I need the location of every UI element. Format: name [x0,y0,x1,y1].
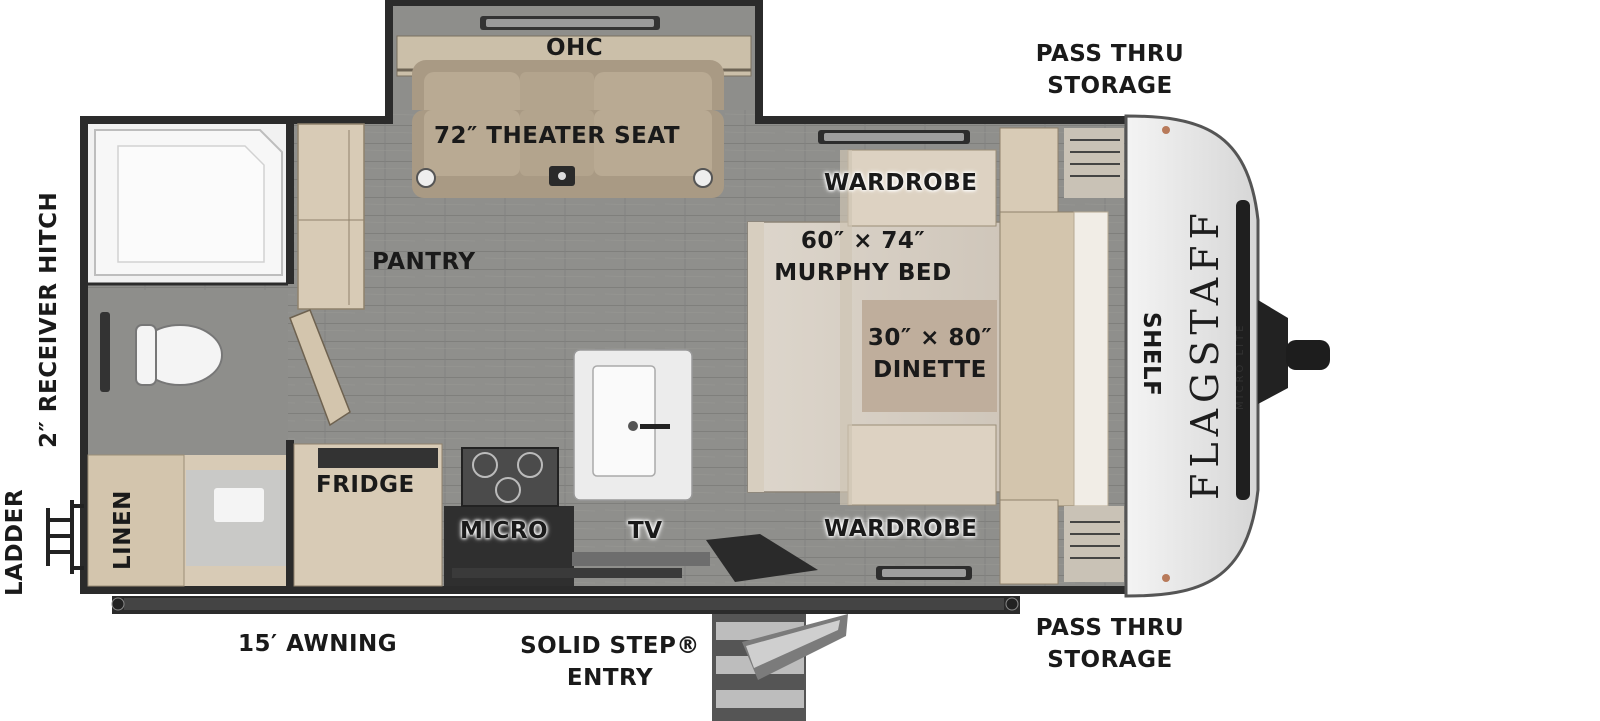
ladder [46,500,84,574]
shelf-label: SHELF [1138,312,1164,397]
flagstaff-logo: FLAGSTAFF [1183,207,1227,500]
pass-thru-bottom-line1: PASS THRU [1035,615,1185,641]
theater-seat-label: 72″ THEATER SEAT [434,123,681,149]
solid-step-line2: ENTRY [566,665,654,691]
solid-step-entry-label: SOLID STEP® ENTRY [520,630,700,694]
pass-thru-top-line1: PASS THRU [1035,41,1185,67]
receiver-hitch-label: 2″ RECEIVER HITCH [36,191,62,448]
murphy-bed-size: 60″ × 74″ [800,228,926,254]
bathroom [87,124,294,587]
fridge-cabinet [293,443,443,587]
fridge-label: FRIDGE [316,472,415,498]
entry-steps [712,614,848,721]
micro-lite-logo: MICRO LITE [1235,322,1246,410]
dinette-label: 30″ × 80″ DINETTE [850,322,1010,386]
ohc-label: OHC [546,35,604,61]
ladder-label: LADDER [2,488,28,596]
murphy-bed-dinette [747,127,1124,585]
solid-step-line1: SOLID STEP® [520,633,700,659]
pantry-cabinet [289,123,365,427]
micro-label: MICRO [460,518,549,544]
awning [111,596,1020,614]
pass-thru-storage-bottom-label: PASS THRU STORAGE [1030,612,1190,676]
awning-label: 15′ AWNING [238,631,398,657]
pass-thru-storage-top-label: PASS THRU STORAGE [1030,38,1190,102]
wardrobe-bottom-label: WARDROBE [824,516,978,542]
murphy-bed-label: 60″ × 74″ MURPHY BED [758,225,968,289]
murphy-bed-name: MURPHY BED [774,260,952,286]
wardrobe-top-label: WARDROBE [824,170,978,196]
pantry-label: PANTRY [372,249,476,275]
dinette-size: 30″ × 80″ [867,325,993,351]
kitchen-counter [444,349,818,586]
pass-thru-bottom-line2: STORAGE [1047,647,1173,673]
front-cap [1124,114,1330,598]
dinette-name: DINETTE [873,357,987,383]
pass-thru-top-line2: STORAGE [1047,73,1173,99]
tv-label: TV [628,518,663,544]
linen-label: LINEN [110,490,136,570]
